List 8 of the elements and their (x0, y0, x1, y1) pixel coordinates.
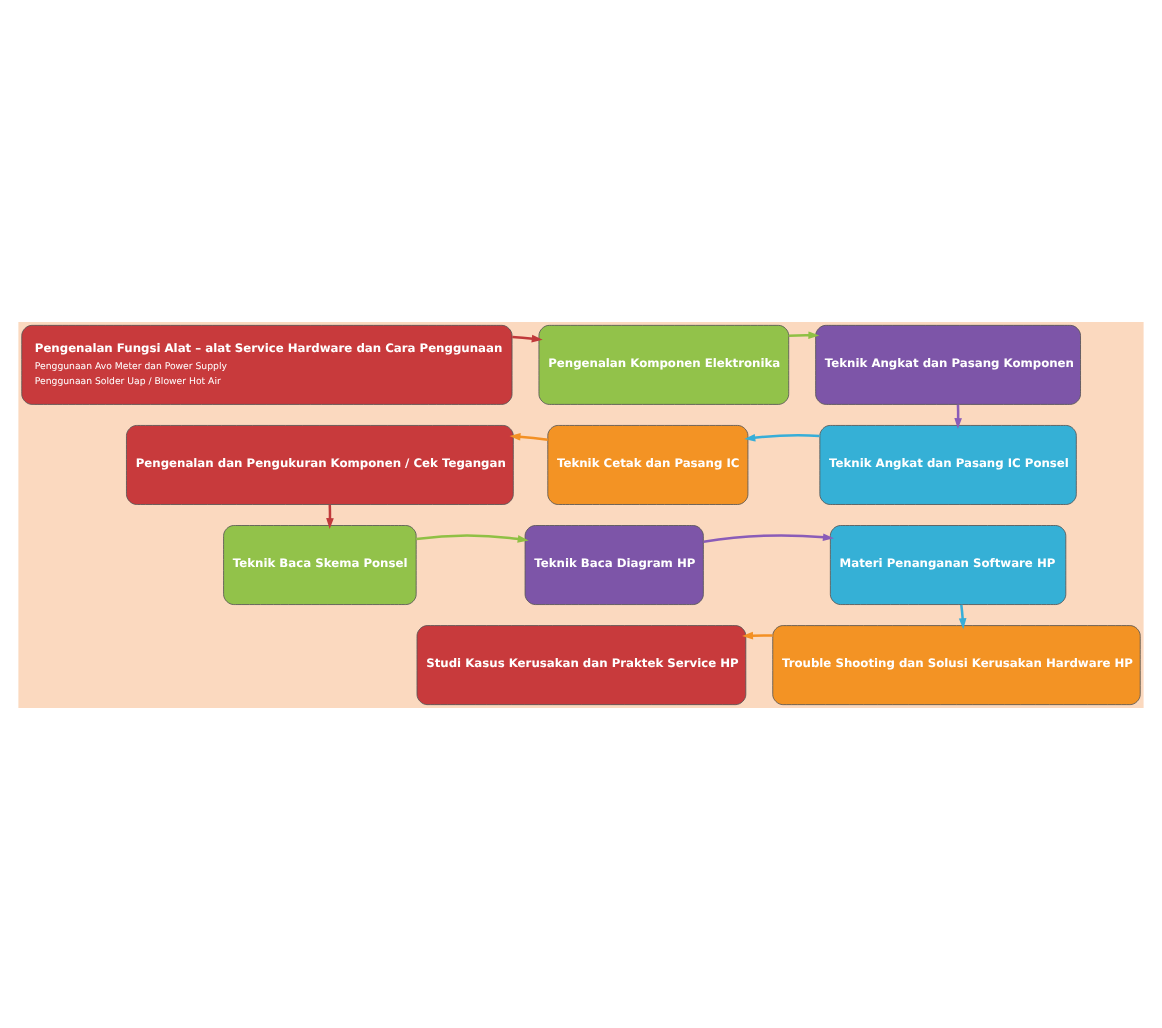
arrow (744, 432, 820, 441)
arrow (509, 431, 548, 441)
arrow (958, 603, 967, 629)
arrow (703, 532, 834, 543)
arrow (416, 533, 529, 542)
arrow (788, 330, 820, 339)
arrow (512, 333, 543, 342)
arrow (742, 630, 773, 639)
